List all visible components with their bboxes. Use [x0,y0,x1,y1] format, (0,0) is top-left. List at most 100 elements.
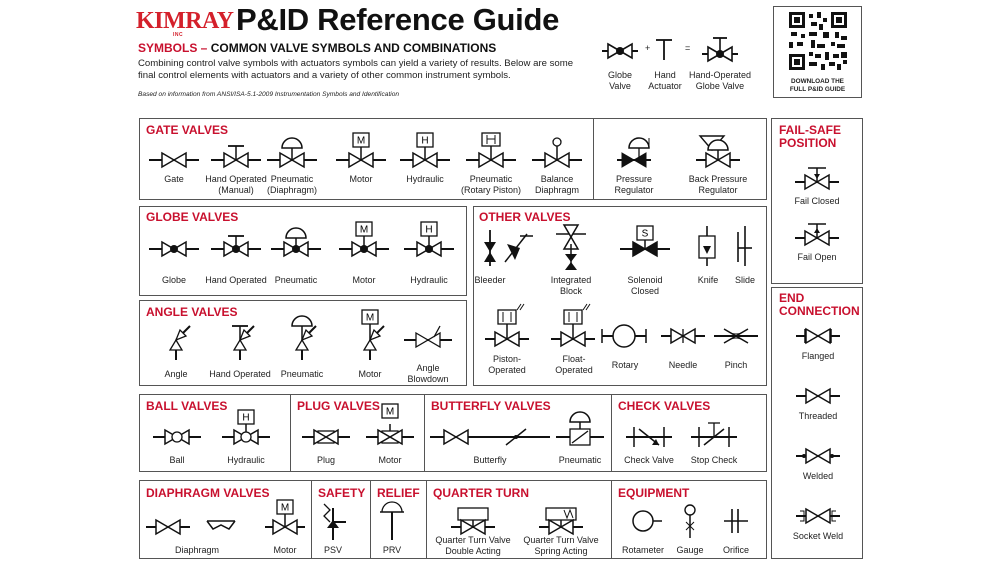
check-valve-label: Check Valve [624,455,674,465]
psv-label: PSV [323,545,343,555]
stop-check-label: Stop Check [690,455,738,465]
gate-label-pneumatic-rotary-piston: Pneumatic (Rotary Piston) [460,174,522,195]
quarter-turn-double-label: Quarter Turn Valve Double Acting [435,535,511,556]
globe-label-hydraulic: Hydraulic [410,275,448,285]
other-label-rotary: Rotary [611,360,639,370]
diaphragm-motor-label: Motor [273,545,297,555]
orifice-label: Orifice [722,545,750,555]
globe-valve-label: Globe Valve [607,70,633,91]
gate-label-hand-operated-manual: Hand Operated (Manual) [205,174,267,195]
end-connection-panel [771,287,863,559]
safety-title: SAFETY [318,486,366,500]
kimray-logo: KIMRAY [136,8,234,34]
hand-actuator-label: Hand Actuator [648,70,682,91]
end-label-socket-weld: Socket Weld [792,531,844,541]
ball-plug-butterfly-check-panel [139,394,767,472]
other-label-solenoid-closed: Solenoid Closed [627,275,663,296]
globe-label-motor: Motor [352,275,376,285]
diaphragm-label: Diaphragm [174,545,220,555]
plug-valves-title: PLUG VALVES [297,399,380,413]
gate-label-motor: Motor [349,174,373,184]
angle-label-angle: Angle [164,369,188,379]
ball-valves-title: BALL VALVES [146,399,228,413]
qr-caption: DOWNLOAD THE FULL P&ID GUIDE [789,78,846,93]
angle-label-hand-operated: Hand Operated [209,369,271,379]
other-label-knife: Knife [697,275,719,285]
gate-label-pneumatic-diaphragm: Pneumatic (Diaphragm) [266,174,318,195]
other-label-piston-operated: Piston- Operated [488,354,526,375]
bottom-row-panel [139,480,767,559]
relief-title: RELIEF [377,486,420,500]
globe-valves-title: GLOBE VALVES [146,210,239,224]
other-label-needle: Needle [668,360,698,370]
angle-valves-panel [139,300,467,386]
check-valves-title: CHECK VALVES [618,399,711,413]
failsafe-panel [771,118,863,284]
plug-label: Plug [316,455,336,465]
end-label-flanged: Flanged [801,351,835,361]
plug-butterfly-divider [424,394,425,472]
globe-valves-panel [139,206,467,296]
equals-sign: = [685,43,691,53]
gate-label-balance-diaphragm: Balance Diaphragm [534,174,580,195]
other-label-slide: Slide [734,275,756,285]
other-label-bleeder: Bleeder [474,275,506,285]
ball-hydraulic-label: Hydraulic [227,455,265,465]
globe-label-hand-operated: Hand Operated [205,275,267,285]
gate-label-pressure-regulator: Pressure Regulator [614,174,654,195]
gate-valves-title: GATE VALVES [146,123,229,137]
relief-quarter-divider [426,480,427,559]
prv-label: PRV [382,545,402,555]
gauge-label: Gauge [676,545,704,555]
globe-valve-icon [602,42,638,60]
diaphragm-safety-divider [311,480,312,559]
diaphragm-valves-title: DIAPHRAGM VALVES [146,486,270,500]
globe-label-globe: Globe [161,275,187,285]
hand-actuator-icon [656,39,672,60]
end-connection-title: END CONNECTION [779,291,860,318]
hand-operated-globe-label: Hand-Operated Globe Valve [688,70,752,91]
ball-plug-divider [290,394,291,472]
failsafe-title: FAIL-SAFE POSITION [779,123,841,150]
end-label-welded: Welded [802,471,834,481]
butterfly-valves-title: BUTTERFLY VALVES [431,399,551,413]
regulator-divider [593,118,594,200]
gate-label-gate: Gate [164,174,184,184]
fail-open-label: Fail Open [797,252,837,262]
end-label-threaded: Threaded [798,411,838,421]
butterfly-label: Butterfly [473,455,507,465]
safety-relief-divider [370,480,371,559]
globe-label-pneumatic: Pneumatic [274,275,318,285]
butterfly-pneumatic-label: Pneumatic [558,455,602,465]
angle-label-motor: Motor [358,369,382,379]
other-label-float-operated: Float- Operated [555,354,593,375]
page-title: P&ID Reference Guide [236,2,560,37]
quarter-turn-title: QUARTER TURN [433,486,529,500]
ball-label: Ball [169,455,185,465]
other-valves-panel [473,206,767,386]
gate-label-back-pressure-regulator: Back Pressure Regulator [688,174,748,195]
quarter-turn-spring-label: Quarter Turn Valve Spring Acting [523,535,599,556]
page-subtitle: SYMBOLS – COMMON VALVE SYMBOLS AND COMBI… [138,41,497,55]
plus-sign: + [645,43,651,53]
hand-operated-globe-valve-icon [702,37,738,63]
other-label-pinch: Pinch [724,360,748,370]
quarter-equipment-divider [611,480,612,559]
qr-code-icon [789,12,847,70]
angle-valves-title: ANGLE VALVES [146,305,238,319]
other-valves-title: OTHER VALVES [479,210,571,224]
butterfly-check-divider [611,394,612,472]
rotameter-label: Rotameter [621,545,665,555]
kimray-logo-sub: INC [173,32,184,38]
angle-label-pneumatic: Pneumatic [280,369,324,379]
source-note: Based on information from ANSI/ISA-5.1-2… [138,91,400,98]
plug-motor-label: Motor [378,455,402,465]
gate-label-hydraulic: Hydraulic [406,174,444,184]
gate-valves-panel [139,118,767,200]
qr-code-box[interactable] [773,6,862,98]
fail-closed-label: Fail Closed [794,196,840,206]
page-description: Combining control valve symbols with act… [138,58,574,81]
angle-label-angle-blowdown: Angle Blowdown [407,363,449,384]
other-label-integrated-block: Integrated Block [550,275,592,296]
equipment-title: EQUIPMENT [618,486,690,500]
